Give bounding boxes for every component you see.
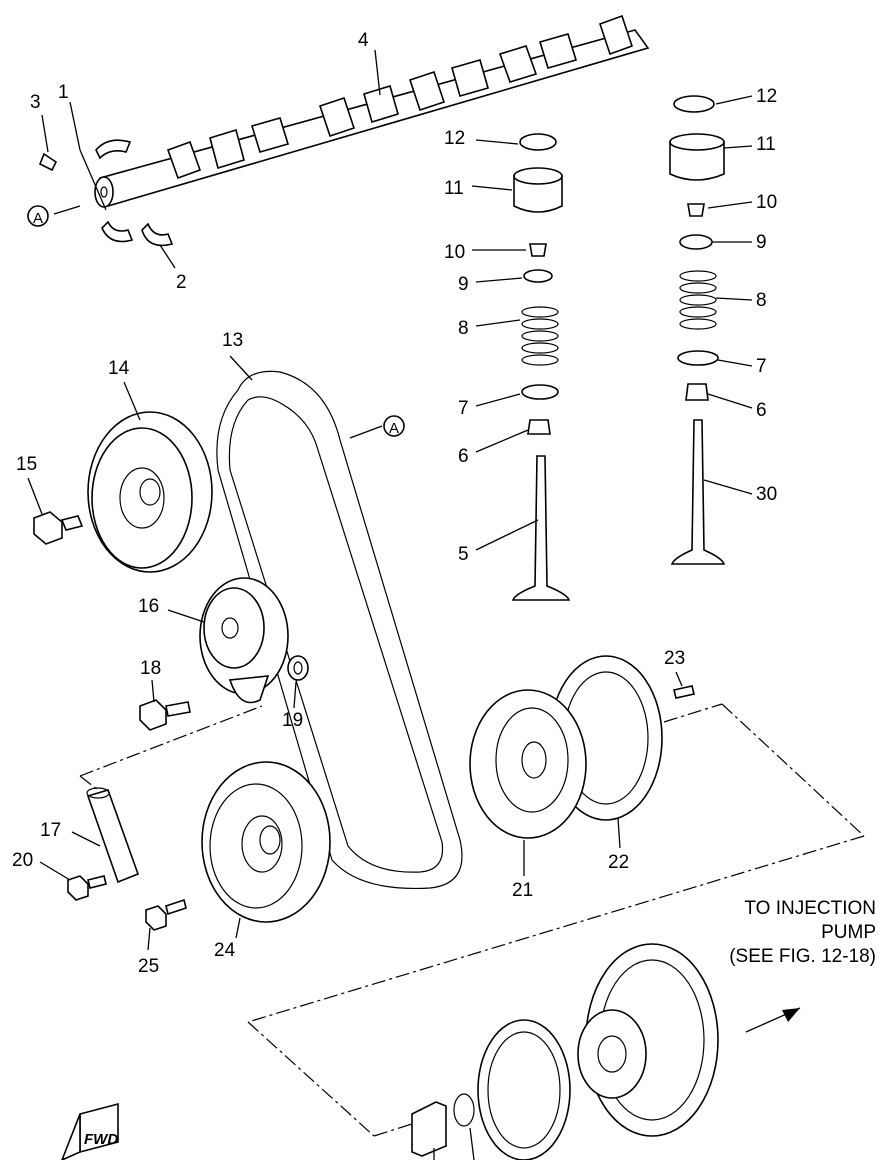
label-17: 17 (40, 820, 61, 841)
valve-assembly-exhaust (669, 95, 753, 565)
damper-bolt (39, 861, 107, 901)
injection-pump-note: TO INJECTION PUMP (SEE FIG. 12-18) (729, 898, 876, 967)
label-8b: 8 (756, 290, 767, 311)
label-11b: 11 (756, 134, 776, 155)
label-7a: 7 (458, 398, 469, 419)
tensioner-damper (71, 705, 263, 884)
label-14: 14 (108, 358, 130, 379)
label-7b: 7 (756, 356, 767, 377)
camshaft-bearings (38, 101, 176, 269)
label-10b: 10 (756, 192, 777, 213)
crankshaft-gear-assembly (411, 943, 719, 1160)
pump-key (247, 671, 865, 1137)
label-2: 2 (176, 272, 187, 293)
label-13: 13 (222, 330, 243, 351)
crankshaft-pulley (201, 761, 331, 939)
fwd-label: FWD (84, 1131, 118, 1148)
label-21: 21 (512, 880, 533, 901)
label-19: 19 (282, 710, 303, 731)
label-18: 18 (140, 658, 161, 679)
label-24: 24 (214, 940, 236, 961)
label-10a: 10 (444, 242, 465, 263)
note-line-3: (SEE FIG. 12-18) (729, 946, 876, 967)
label-25: 25 (138, 956, 159, 977)
label-5: 5 (458, 544, 469, 565)
timing-belt (216, 355, 463, 890)
part-labels: 1 2 3 4 5 6 6 7 7 8 8 9 9 10 10 11 11 12… (12, 30, 777, 977)
crank-pulley-bolt (145, 898, 187, 951)
reference-markers: A A (27, 205, 405, 437)
label-9a: 9 (458, 274, 469, 295)
washer (287, 655, 309, 709)
label-22: 22 (608, 852, 629, 873)
label-6a: 6 (458, 446, 469, 467)
label-11a: 11 (444, 178, 464, 199)
label-30: 30 (756, 484, 777, 505)
label-12a: 12 (444, 128, 465, 149)
fwd-symbol: FWD (61, 1102, 119, 1160)
valve-spring-a (521, 306, 559, 366)
label-16: 16 (138, 596, 159, 617)
pulley-bolt (27, 477, 84, 545)
camshaft-pulley (87, 381, 213, 573)
injection-pump-pulley (469, 655, 663, 876)
label-6b: 6 (756, 400, 767, 421)
note-line-2: PUMP (821, 922, 876, 943)
label-23: 23 (664, 648, 685, 669)
label-20: 20 (12, 850, 33, 871)
label-1: 1 (58, 82, 69, 103)
label-12b: 12 (756, 86, 777, 107)
tensioner-bolt (139, 679, 191, 731)
marker-a-2: A (389, 420, 399, 437)
valve-assembly-intake (471, 133, 571, 601)
label-9b: 9 (756, 232, 767, 253)
belt-tensioner (167, 577, 289, 704)
label-15: 15 (16, 454, 37, 475)
marker-a-1: A (33, 210, 43, 227)
valve-spring-b (679, 270, 717, 330)
label-8a: 8 (458, 318, 469, 339)
forward-arrow (745, 1007, 801, 1033)
label-4: 4 (358, 30, 369, 51)
camshaft (94, 14, 650, 208)
note-line-1: TO INJECTION (744, 898, 876, 919)
label-3: 3 (30, 92, 41, 113)
